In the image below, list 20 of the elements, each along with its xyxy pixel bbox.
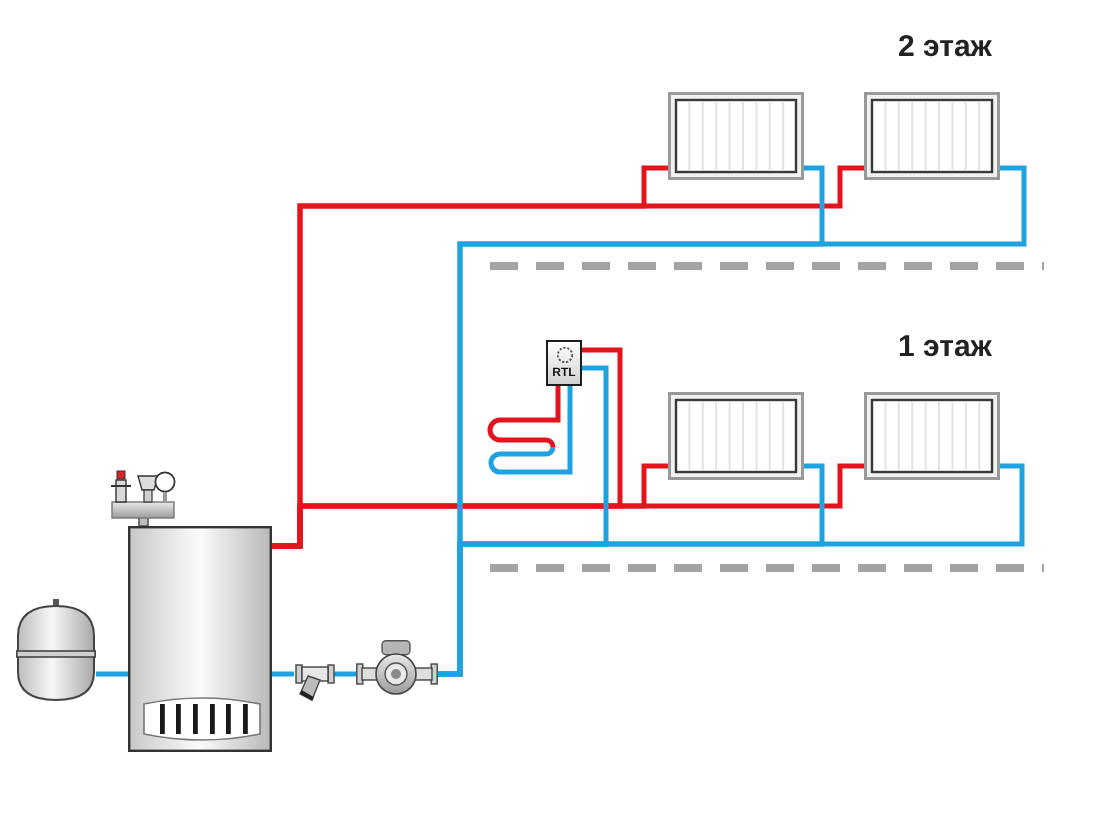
pipe: [96, 671, 128, 677]
thermostat-box: [546, 340, 582, 386]
pipe: [438, 365, 609, 677]
floor-label: 2 этаж: [898, 30, 992, 64]
expansion-tank: [16, 598, 96, 702]
pipe: [555, 386, 561, 412]
floor-heating-coil: [486, 412, 574, 478]
safety-group: [110, 470, 176, 526]
radiator: [668, 392, 804, 480]
circulation-pump: [356, 640, 438, 696]
floor-label: 1 этаж: [898, 330, 992, 364]
strainer-valve: [294, 664, 334, 704]
boiler: [128, 526, 272, 752]
pipe: [272, 671, 294, 677]
pipe: [567, 386, 573, 412]
radiator: [864, 92, 1000, 180]
pipe: [272, 347, 623, 549]
pipe: [334, 671, 356, 677]
radiator: [864, 392, 1000, 480]
radiator: [668, 92, 804, 180]
